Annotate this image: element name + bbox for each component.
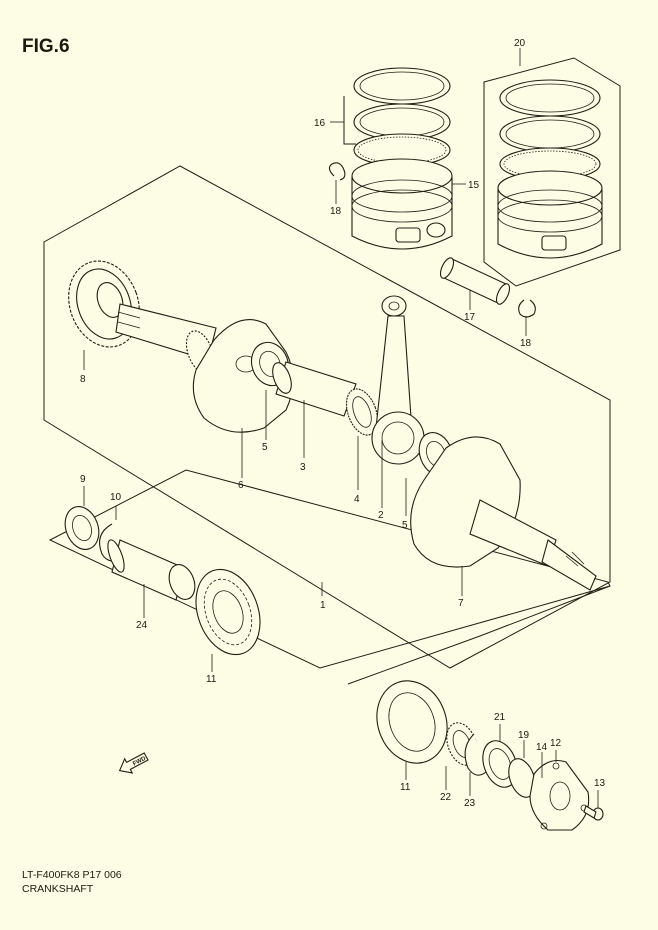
callout-18: 18 bbox=[520, 338, 532, 349]
callout-18: 18 bbox=[330, 206, 342, 217]
callout-5: 5 bbox=[262, 442, 268, 453]
callout-11: 11 bbox=[206, 674, 217, 685]
callout-4: 4 bbox=[354, 494, 360, 505]
callout-5: 5 bbox=[402, 520, 408, 531]
connecting-rod bbox=[371, 295, 425, 465]
piston-pin bbox=[439, 257, 511, 305]
callout-20: 20 bbox=[514, 38, 526, 49]
bearing-cover-plate bbox=[529, 759, 590, 831]
callout-7: 7 bbox=[458, 598, 464, 609]
piston bbox=[351, 67, 453, 250]
crank-bearing-outline bbox=[347, 585, 611, 685]
callout-15: 15 bbox=[468, 180, 480, 191]
piston-pin-circlip bbox=[328, 162, 346, 181]
bearing-circlip bbox=[464, 733, 487, 776]
callout-22: 22 bbox=[440, 792, 452, 803]
callout-16: 16 bbox=[314, 118, 326, 129]
callout-12: 12 bbox=[550, 738, 562, 749]
cover-bolt bbox=[583, 805, 604, 821]
callout-10: 10 bbox=[110, 492, 122, 503]
crankshaft-assembly-outline bbox=[43, 165, 611, 669]
o-ring bbox=[508, 758, 536, 798]
piston-set bbox=[497, 79, 603, 259]
callout-23: 23 bbox=[464, 798, 476, 809]
callout-17: 17 bbox=[464, 312, 476, 323]
callout-21: 21 bbox=[494, 712, 506, 723]
bearing-group-outline bbox=[48, 469, 611, 669]
callout-14: 14 bbox=[536, 742, 548, 753]
crankshaft-right-journal bbox=[469, 499, 597, 591]
fwd-arrow-icon: FWD bbox=[118, 752, 149, 774]
section-name: CRANKSHAFT bbox=[22, 883, 94, 895]
crank-drive-gear bbox=[68, 260, 140, 348]
callout-11: 11 bbox=[400, 782, 411, 793]
needle-bearing bbox=[345, 388, 379, 436]
crankshaft-bearing-right bbox=[376, 680, 448, 764]
callout-19: 19 bbox=[518, 730, 530, 741]
callout-9: 9 bbox=[80, 474, 86, 485]
leader-lines bbox=[83, 48, 599, 808]
callout-labels: 20 16 15 18 17 18 8 5 6 3 4 2 5 7 1 9 10… bbox=[80, 38, 606, 809]
callout-2: 2 bbox=[378, 510, 384, 521]
piston-set-outline bbox=[483, 57, 621, 287]
oil-seal bbox=[64, 506, 100, 550]
callout-6: 6 bbox=[238, 480, 244, 491]
callout-8: 8 bbox=[80, 374, 86, 385]
model-code: LT-F400FK8 P17 006 bbox=[22, 869, 122, 881]
spacer-sleeve bbox=[107, 539, 196, 601]
figure-title: FIG.6 bbox=[22, 36, 70, 57]
callout-24: 24 bbox=[136, 620, 148, 631]
callout-3: 3 bbox=[300, 462, 306, 473]
callout-1: 1 bbox=[320, 600, 326, 611]
crankshaft-bearing-left bbox=[195, 568, 261, 656]
callout-13: 13 bbox=[594, 778, 606, 789]
crank-pin bbox=[272, 361, 357, 417]
piston-pin-circlip bbox=[518, 299, 536, 318]
